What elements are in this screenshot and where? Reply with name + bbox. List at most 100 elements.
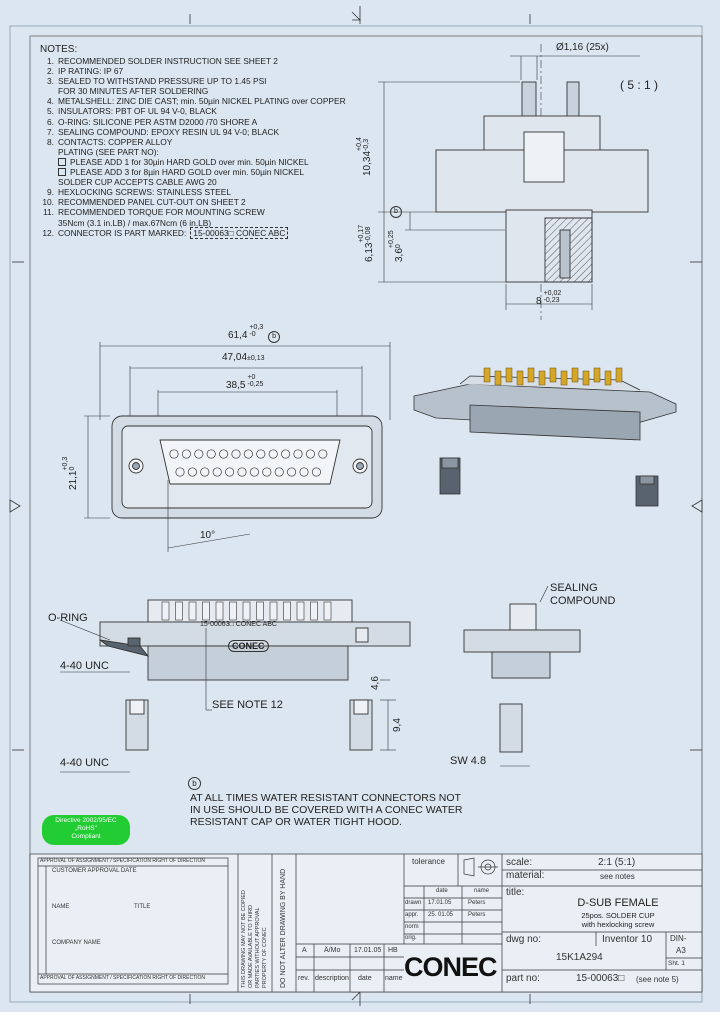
scale-value: 2:1 (5:1) (598, 857, 636, 868)
part-marking: 15-00063□ CONEC ABC (200, 621, 277, 628)
gold-pins (483, 367, 623, 386)
note-text: 35Ncm (3.1 in.LB) / max.67Ncm (6 in.LB) (58, 217, 212, 228)
rev-letter: A (302, 947, 307, 954)
note-text: RECOMMENDED PANEL CUT-OUT ON SHEET 2 (58, 197, 246, 208)
notes-list: 1.RECOMMENDED SOLDER INSTRUCTION SEE SHE… (40, 56, 370, 239)
note-number: 9. (47, 187, 54, 198)
note-line: 5.INSULATORS: PBT OF UL 94 V-0, BLACK (40, 106, 370, 116)
dim-tol-bot: 0 (69, 466, 76, 471)
contact-hole (249, 467, 259, 477)
note-number: 7. (47, 126, 54, 137)
note-line: 4.METALSHELL: ZINC DIE CAST; min. 50µin … (40, 96, 370, 106)
gold-pin (604, 370, 612, 386)
projection-symbol (463, 857, 498, 877)
note-number: 2. (47, 66, 54, 77)
solder-cup (188, 601, 197, 621)
rohs-line1: Directive 2002/95/EC (55, 817, 117, 824)
note-number: 8. (47, 136, 54, 147)
part-note: (see note 5) (636, 975, 679, 984)
dim-value: 21,1 (68, 470, 79, 490)
contact-hole (274, 467, 284, 477)
note-text: IP RATING: IP 67 (58, 66, 124, 77)
row-date: date (358, 975, 372, 982)
dim-angle: 10° (200, 530, 216, 541)
dim-value: 61,4 (228, 330, 248, 341)
iso-view (413, 375, 677, 507)
dim-tol-top: +0 (247, 374, 256, 381)
rev-name: HB (388, 947, 398, 954)
dim-height-1034: 10,34+0,4-0,3 (356, 137, 373, 176)
note-text: RECOMMENDED TORQUE FOR MOUNTING SCREW (58, 207, 265, 218)
contact-hole (243, 449, 253, 459)
gold-pin (516, 370, 524, 386)
contact-hole (200, 467, 210, 477)
contact-hole (305, 449, 315, 459)
gold-pin (538, 370, 546, 386)
rohs-badge: Directive 2002/95/EC „RoHS" Compliant (42, 815, 130, 845)
note-line: SOLDER CUP ACCEPTS CABLE AWG 20 (40, 177, 370, 187)
dim-value: 10,34 (362, 150, 373, 176)
note-text: CONNECTOR IS PART MARKED: (58, 227, 187, 238)
scale-label: ( 5 : 1 ) (620, 78, 659, 92)
subtitle-line1: 25pos. SOLDER CUP (581, 911, 655, 920)
notes-title: NOTES: (40, 44, 78, 55)
side-pins (161, 601, 332, 621)
note-text: O-RING: SILICONE PER ASTM D2000 /70 SHOR… (58, 116, 258, 127)
contact-pins (169, 449, 328, 477)
contact-hole (293, 449, 303, 459)
row-name: name (385, 975, 403, 982)
section-view (435, 44, 649, 320)
compound-label: COMPOUND (550, 595, 616, 607)
orig-key: orig. (405, 935, 417, 941)
solder-cup (202, 601, 210, 621)
contact-hole (268, 449, 278, 459)
ownership-line: THIS DRAWING MAY NOT BE COPIED (241, 890, 247, 988)
dim-tol-top: +0,4 (356, 137, 363, 151)
dim-value: 3,6 (394, 248, 405, 262)
drawing-subtitle: 25pos. SOLDER CUP with hexlocking screw (548, 911, 688, 929)
solder-cup (175, 601, 183, 621)
note-line: 8.CONTACTS: COPPER ALLOY (40, 137, 370, 147)
solder-cup (229, 601, 237, 621)
water-note-line: AT ALL TIMES WATER RESISTANT CONNECTORS … (190, 792, 461, 804)
contact-hole (194, 449, 204, 459)
name-header: name (474, 888, 490, 894)
oring-label: O-RING (48, 612, 88, 624)
title-block-lines (29, 853, 703, 993)
drawing-number: 15K1A294 (556, 952, 603, 963)
dim-width-8: 8+0,02-0,23 (536, 290, 561, 307)
sheet-label: Sht. 1 (668, 960, 685, 967)
contact-hole (256, 449, 266, 459)
note-line: PLEASE ADD 3 for 8µin HARD GOLD over min… (40, 167, 370, 177)
solder-cup (215, 601, 224, 621)
dim-pin-diameter: Ø1,16 (25x) (556, 42, 609, 53)
note-line: 10.RECOMMENDED PANEL CUT-OUT ON SHEET 2 (40, 197, 370, 207)
dwg-key: dwg no: (506, 934, 542, 945)
solder-cup (269, 601, 278, 621)
din-label: DIN- (670, 934, 687, 943)
section-dim-lines (378, 55, 640, 310)
contact-hole (169, 449, 179, 459)
rohs-line3: Compliant (71, 833, 101, 840)
gold-pin (527, 367, 535, 383)
note-text: RECOMMENDED SOLDER INSTRUCTION SEE SHEET… (58, 56, 278, 66)
gold-pin (582, 370, 590, 386)
do-not-alter-note: DO NOT ALTER DRAWING BY HAND (280, 868, 287, 988)
contact-hole (212, 467, 222, 477)
company-key: COMPANY NAME (52, 940, 101, 946)
approval-header: APPROVAL OF ASSIGNMENT / SPECIFICATION R… (40, 858, 206, 864)
row-rev: rev. (298, 975, 310, 982)
note-text: HEXLOCKING SCREWS: STAINLESS STEEL (58, 187, 231, 198)
material-value: see notes (600, 872, 635, 881)
part-number: 15-00063□ (576, 973, 625, 984)
note-number: 4. (47, 96, 54, 107)
gold-pin (494, 370, 502, 386)
water-note-line: RESISTANT CAP OR WATER TIGHT HOOD. (190, 816, 402, 828)
dwg-software: Inventor 10 (602, 934, 653, 945)
part-key: part no: (506, 973, 540, 984)
note-line: 1.RECOMMENDED SOLDER INSTRUCTION SEE SHE… (40, 56, 370, 66)
dim-tol-bot: -0,25 (247, 381, 264, 388)
checkbox-glyph (58, 157, 66, 166)
